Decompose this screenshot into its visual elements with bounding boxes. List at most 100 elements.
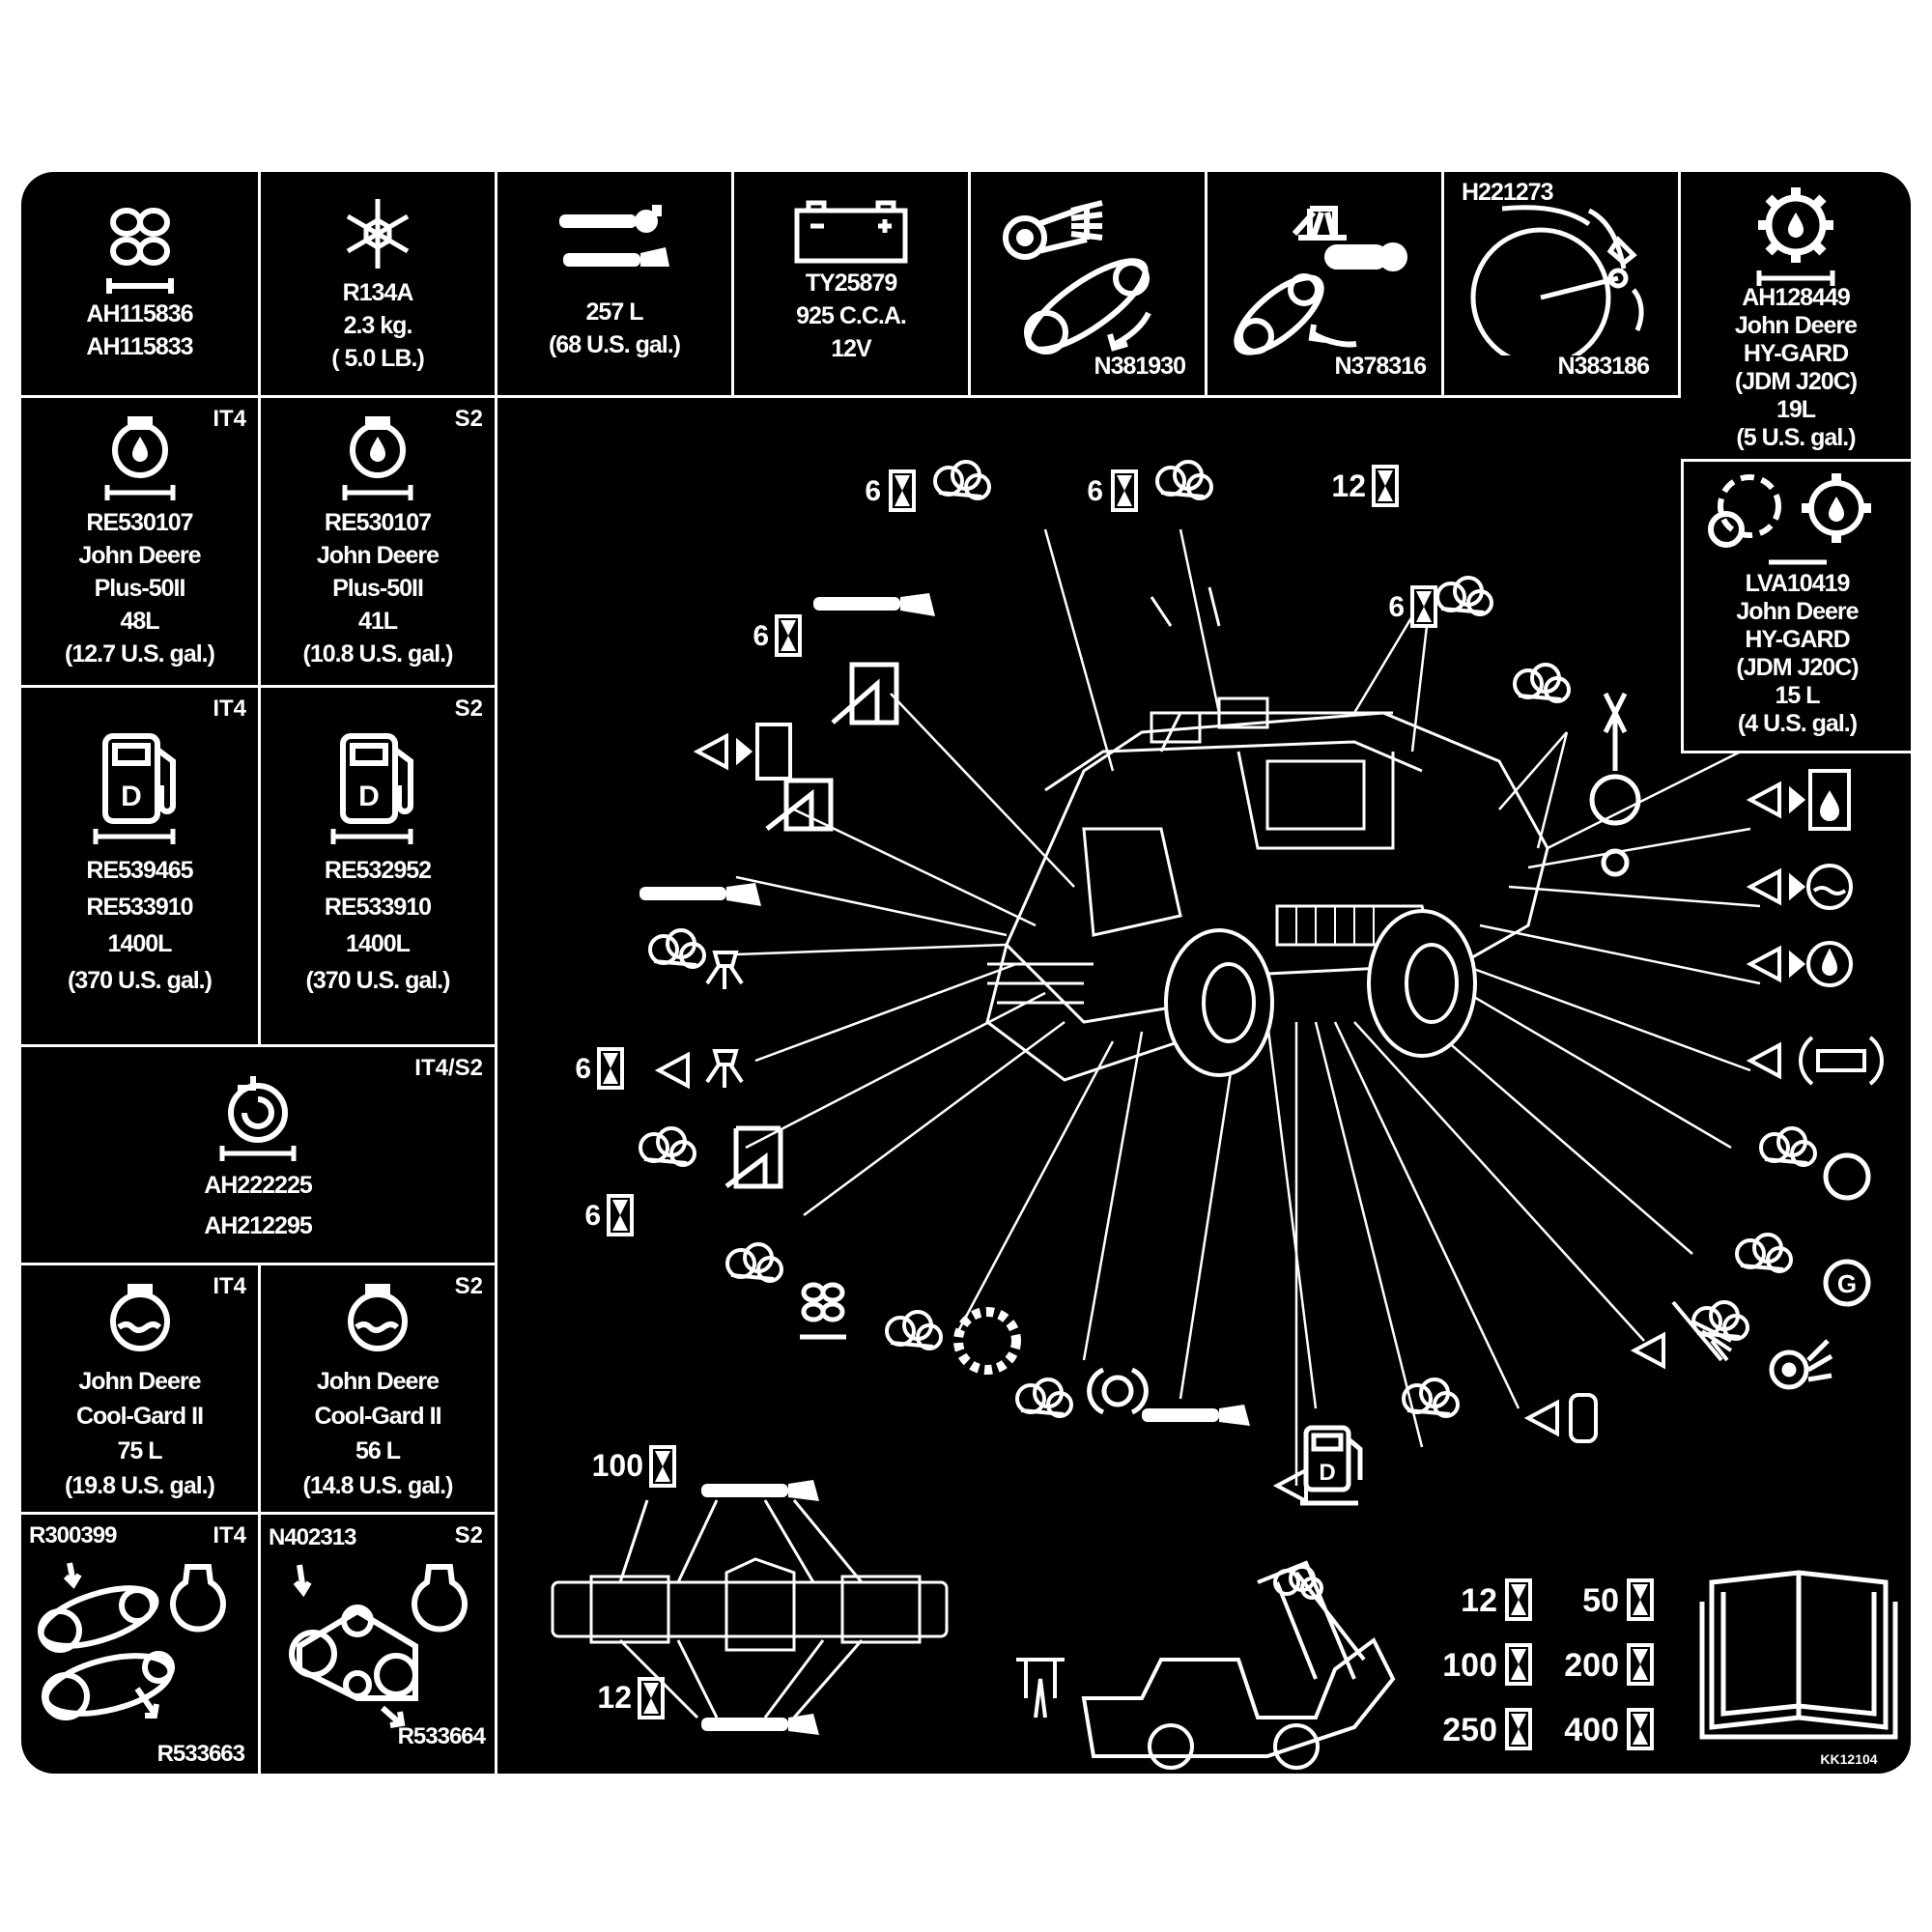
fuel-pump-icon: D	[93, 733, 176, 844]
hours-label: 6	[1388, 591, 1405, 623]
text-line: LVA10419	[1745, 570, 1851, 597]
hourglass-group	[597, 465, 1437, 1719]
tier-tag: IT4	[213, 406, 246, 432]
hours-label: 6	[753, 620, 769, 652]
cell-coolant-s2: S2 John Deere Cool-Gard II 56 L (14.8 U.…	[261, 1265, 497, 1515]
text-line: 1400L	[107, 930, 173, 957]
text-line: Plus-50II	[94, 575, 186, 602]
tire-illustration	[1164, 909, 1477, 1077]
text-line: AH222225	[204, 1172, 313, 1199]
cell-air-filter: IT4/S2 AH222225 AH212295	[21, 1047, 497, 1265]
hours-label: 100	[592, 1448, 643, 1483]
engine-icon	[1823, 1152, 1871, 1201]
part-top-label: R300399	[29, 1522, 117, 1548]
engine-oil-icon	[104, 416, 175, 500]
text-line: (12.7 U.S. gal.)	[65, 640, 215, 668]
text-line: (370 U.S. gal.)	[68, 967, 213, 994]
svg-text:D: D	[1319, 1460, 1335, 1486]
gear-oil-icon	[1756, 187, 1835, 286]
text-line: RE530107	[86, 509, 193, 536]
cell-fan-belt: AH115836 AH115833	[21, 172, 261, 398]
cell-engine-oil-s2: S2 RE530107 John Deere Plus-50II 41L (10…	[261, 398, 497, 688]
text-line: RE530107	[324, 509, 432, 536]
part-label: N381930	[971, 350, 1205, 383]
cell-belt-n381930: N381930	[971, 172, 1208, 398]
interval-label: 50	[1582, 1582, 1619, 1619]
cell-coolant-it4: IT4 John Deere Cool-Gard II 75 L (19.8 U…	[21, 1265, 261, 1515]
text-line: 56 L	[355, 1437, 401, 1464]
text-line: (JDM J20C)	[1734, 368, 1858, 395]
cell-engine-oil-it4: IT4 RE530107 John Deere Plus-50II 48L (1…	[21, 398, 261, 688]
text-line: 75 L	[117, 1437, 162, 1464]
text-line: (JDM J20C)	[1736, 654, 1859, 681]
text-line: 15 L	[1775, 682, 1820, 709]
cell-hydraulic-oil: LVA10419 John Deere HY-GARD (JDM J20C) 1…	[1681, 462, 1911, 753]
text-line: John Deere	[78, 1368, 201, 1395]
grease-fitting-icon	[639, 593, 1250, 1735]
interval-label: 12	[1461, 1582, 1497, 1619]
text-line: RE539465	[86, 857, 193, 884]
text-line: (68 U.S. gal.)	[548, 331, 681, 358]
belt-doffer-icon	[1234, 206, 1407, 355]
spray-nozzle-icon	[705, 951, 744, 1088]
fuel-pump-icon: D	[1300, 1425, 1363, 1506]
fan-icon	[105, 208, 174, 294]
cell-gearbox-oil: AH128449 John Deere HY-GARD (JDM J20C) 1…	[1681, 172, 1911, 462]
hours-label: 6	[1087, 475, 1103, 507]
axle-illustration	[551, 1499, 949, 1719]
cell-spindle-grease: 257 L (68 U.S. gal.)	[497, 172, 734, 398]
hours-label: 12	[597, 1680, 632, 1715]
part-bottom-label: R533663	[156, 1741, 245, 1767]
tier-tag: S2	[454, 1522, 483, 1548]
hours-label: 6	[865, 475, 881, 507]
text-line: N381930	[1094, 353, 1186, 380]
text-line: John Deere	[316, 542, 440, 569]
operator-manual-icon	[1699, 1570, 1898, 1740]
cotton-boll-icon	[639, 460, 1817, 1418]
text-line: ( 5.0 LB.)	[331, 345, 425, 372]
text-line: (14.8 U.S. gal.)	[302, 1472, 454, 1499]
hours-label: 6	[575, 1053, 591, 1085]
decal-code: KK12104	[1820, 1751, 1877, 1767]
text-line: Cool-Gard II	[75, 1403, 204, 1430]
text-line: John Deere	[316, 1368, 440, 1395]
interval-label: 250	[1442, 1712, 1497, 1748]
text-line: Cool-Gard II	[314, 1403, 441, 1430]
text-line: 19L	[1776, 396, 1816, 423]
cotton-picker-illustration	[985, 586, 1549, 1082]
text-line: 257 L	[585, 298, 644, 326]
air-filter-icon	[219, 1076, 297, 1161]
tier-tag: IT4	[213, 1273, 246, 1299]
text-line: RE532952	[324, 857, 432, 884]
text-line: (370 U.S. gal.)	[305, 967, 451, 994]
text-line: John Deere	[1736, 598, 1859, 625]
inspect-icon	[654, 723, 1884, 1505]
text-line: AH115836	[86, 300, 193, 327]
cell-battery: TY25879 925 C.C.A. 12V	[734, 172, 971, 398]
engine-oil-icon	[342, 416, 413, 500]
text-line: RE533910	[324, 894, 432, 921]
battery-icon	[794, 200, 908, 264]
text-line: (5 U.S. gal.)	[1736, 424, 1856, 451]
text-line: AH115833	[86, 333, 193, 360]
text-line: (10.8 U.S. gal.)	[302, 640, 454, 668]
part-bottom-label: R533664	[397, 1723, 486, 1749]
text-line: AH128449	[1742, 284, 1851, 311]
svg-text:G: G	[1837, 1269, 1857, 1298]
snowflake-icon	[346, 199, 410, 269]
text-line: Plus-50II	[332, 575, 424, 602]
cell-fuel-s2: S2 D RE532952 RE533910 1400L (370 U.S. g…	[261, 688, 497, 1047]
coolant-icon	[109, 1284, 170, 1351]
tier-tag: S2	[454, 696, 483, 722]
part-top-label: N402313	[269, 1524, 356, 1550]
text-line: N378316	[1334, 353, 1427, 380]
service-decal: AH115836 AH115833 R134A 2.3 kg. ( 5.0 LB…	[21, 172, 1911, 1774]
text-line: John Deere	[78, 542, 201, 569]
text-line: 48L	[120, 608, 159, 635]
fuel-pump-icon: D	[330, 733, 413, 844]
tier-tag: IT4	[213, 1522, 246, 1548]
wheel-belt-icon	[1470, 205, 1644, 355]
text-line: 2.3 kg.	[343, 312, 413, 339]
grease-gun-icon	[559, 205, 669, 267]
text-line: HY-GARD	[1745, 626, 1850, 653]
